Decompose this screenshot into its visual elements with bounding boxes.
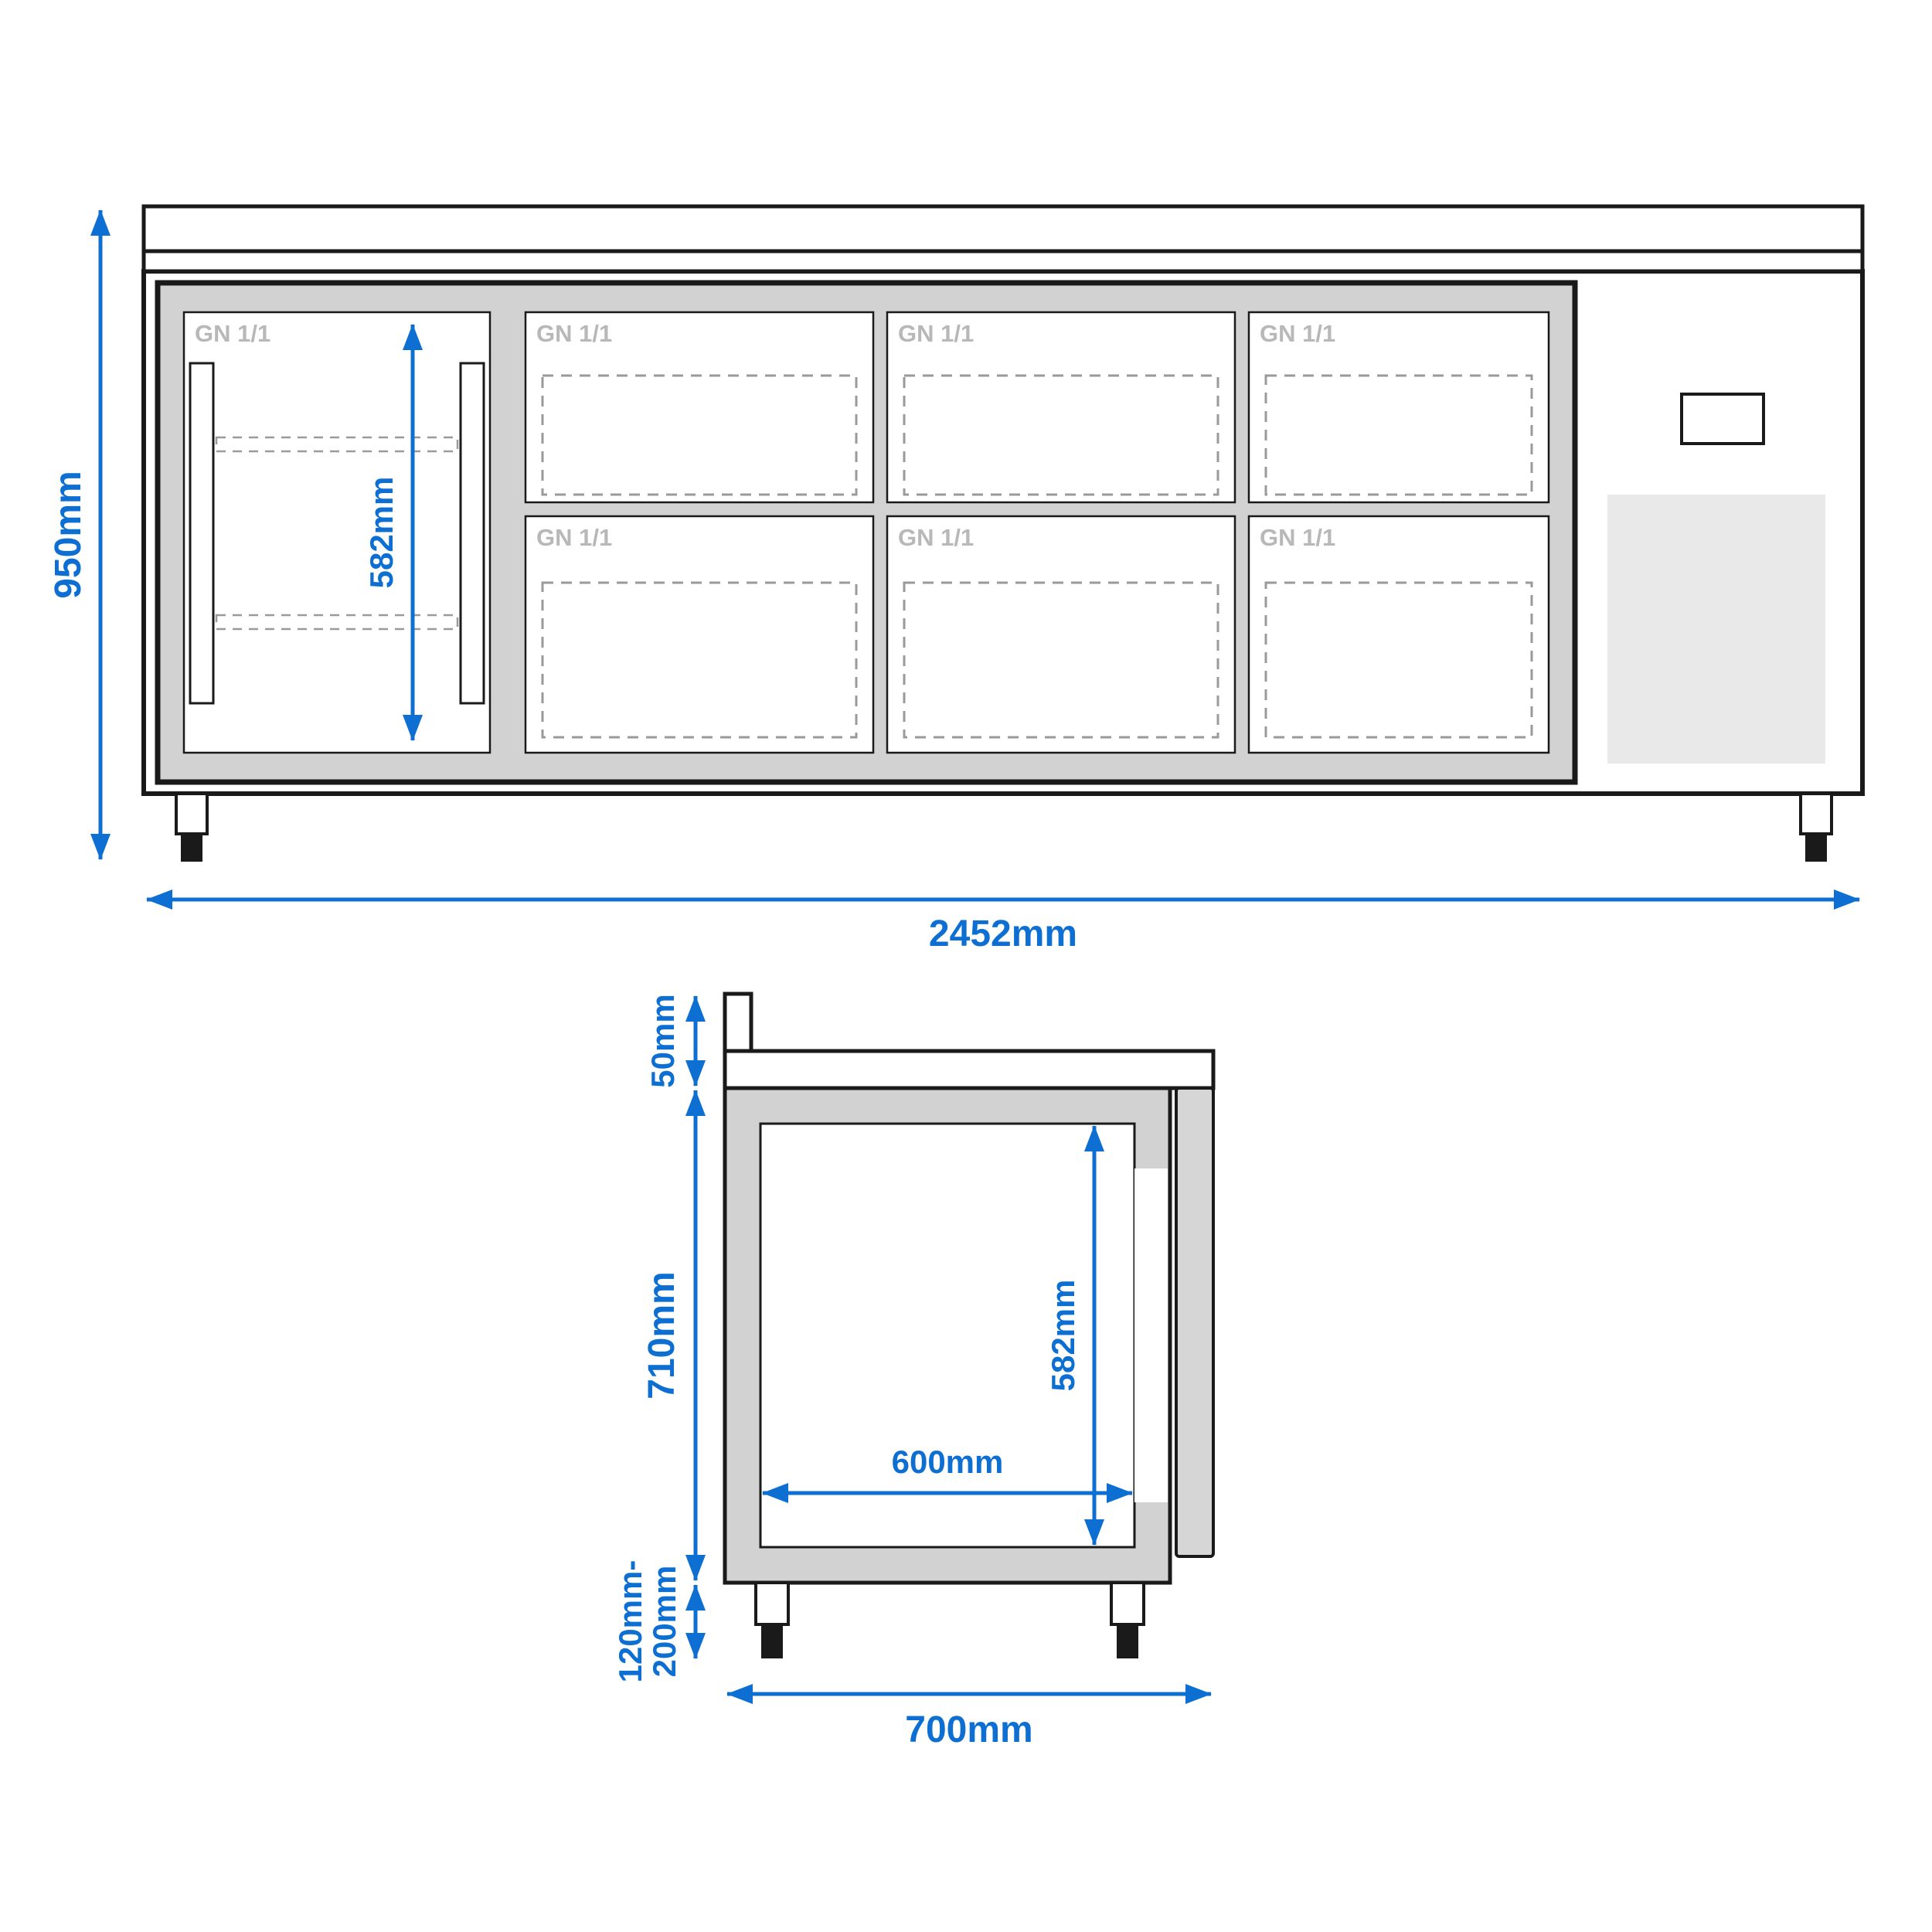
- gn-label: GN 1/1: [1260, 320, 1335, 347]
- front-view: GN 1/1 GN 1/1 GN 1/1 GN 1/1 GN 1/1 GN 1/…: [48, 204, 1865, 954]
- door-frame-bar-left: [189, 362, 215, 705]
- side-worktop: [723, 1049, 1216, 1090]
- gn-pan-dashed-outline: [541, 581, 858, 739]
- dimension-label-backsplash: 50mm: [645, 994, 681, 1087]
- drawer-compartment: [886, 515, 1236, 754]
- leg: [754, 1581, 790, 1658]
- dimension-label-overall-width: 2452mm: [929, 913, 1077, 954]
- gn-label: GN 1/1: [1260, 524, 1335, 551]
- drawer-compartment: [524, 515, 875, 754]
- dimension-label-overall-height: 950mm: [48, 471, 89, 598]
- gn-label: GN 1/1: [536, 524, 612, 551]
- dimension-label-side-inner-height: 582mm: [1045, 1280, 1081, 1392]
- door-frame-bar-right: [459, 362, 485, 705]
- side-door: [1175, 1087, 1215, 1558]
- door-opening: [1134, 1168, 1168, 1502]
- front-backsplash: [141, 204, 1865, 253]
- gn-label: GN 1/1: [195, 320, 270, 347]
- front-worktop-edge: [141, 249, 1865, 274]
- leg: [1110, 1581, 1145, 1658]
- glass-door-compartment: [182, 311, 492, 754]
- dimension-label-overall-depth: 700mm: [905, 1709, 1032, 1750]
- leg: [175, 792, 209, 862]
- ventilation-panel: [1607, 495, 1825, 764]
- gn-label: GN 1/1: [898, 524, 974, 551]
- gn-pan-dashed-outline: [541, 374, 858, 496]
- dimension-label-inner-height: 582mm: [363, 477, 400, 589]
- gn-pan-dashed-outline: [1264, 581, 1533, 739]
- dimension-label-leg-height-line1: 120mm-: [612, 1560, 648, 1683]
- control-display: [1680, 393, 1765, 445]
- dimension-label-leg-height-line2: 200mm: [646, 1566, 682, 1678]
- gn-label: GN 1/1: [536, 320, 612, 347]
- dimension-label-inner-depth: 600mm: [892, 1444, 1004, 1480]
- drawer-compartment: [1247, 311, 1550, 504]
- gn-pan-dashed-outline: [903, 581, 1219, 739]
- side-view: 50mm 710mm 120mm- 200mm 600mm 582mm 700m…: [612, 992, 1216, 1750]
- shelf-dashed-outline: [215, 436, 459, 453]
- drawer-compartment: [1247, 515, 1550, 754]
- gn-pan-dashed-outline: [903, 374, 1219, 496]
- drawer-compartment: [886, 311, 1236, 504]
- dimension-label-body-height: 710mm: [641, 1271, 682, 1399]
- drawer-compartment: [524, 311, 875, 504]
- leg: [1799, 792, 1833, 862]
- side-backsplash: [723, 992, 753, 1055]
- gn-pan-dashed-outline: [1264, 374, 1533, 496]
- side-inner-cavity: [759, 1122, 1136, 1549]
- shelf-dashed-outline: [215, 614, 459, 631]
- gn-label: GN 1/1: [898, 320, 974, 347]
